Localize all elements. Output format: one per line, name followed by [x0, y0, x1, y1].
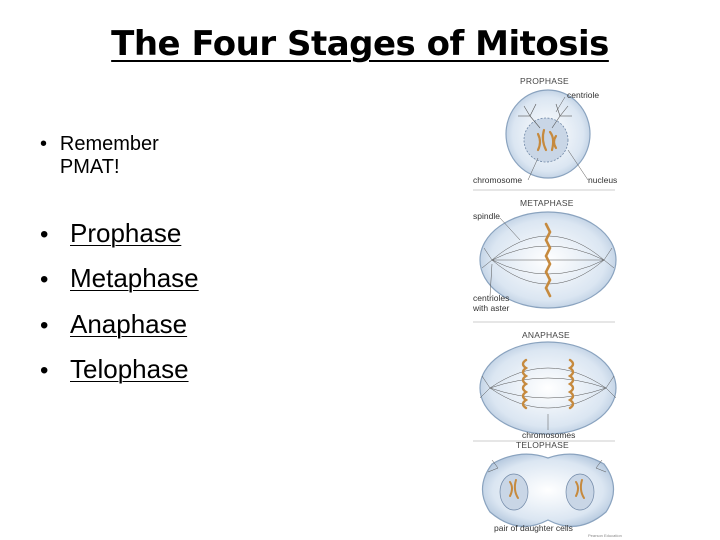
prophase-panel: PROPHASE centriole chromosome nucleus — [473, 76, 617, 191]
telophase-panel: TELOPHASE pair of daughter cells Pearson… — [481, 440, 622, 538]
prophase-nucleus — [523, 117, 569, 163]
bullet-dot: • — [40, 266, 49, 293]
telophase-header: TELOPHASE — [516, 440, 569, 450]
label-daughter-cells: pair of daughter cells — [494, 523, 573, 533]
prophase-chromosomes — [536, 128, 558, 152]
mitosis-figure: PROPHASE centriole chromosome nucleus — [470, 72, 625, 540]
bullet-item-anaphase: • Anaphase — [40, 309, 187, 340]
label-with-aster: with aster — [472, 303, 510, 313]
stage-anaphase: Anaphase — [70, 309, 188, 339]
metaphase-chromosomes — [544, 222, 552, 298]
bullet-text: Remember PMAT! — [59, 133, 159, 178]
stage-metaphase: Metaphase — [70, 263, 199, 293]
daughter-nucleus-left — [499, 473, 529, 511]
metaphase-panel: METAPHASE spindle centrioles with aster — [472, 198, 617, 323]
slide-title: The Four Stages of Mitosis — [111, 24, 609, 64]
bullet-dot: • — [40, 357, 49, 384]
bullet-item-telophase: • Telophase — [40, 354, 189, 385]
prophase-header: PROPHASE — [520, 76, 569, 86]
anaphase-header: ANAPHASE — [522, 330, 570, 340]
bullet-item-prophase: • Prophase — [40, 218, 181, 249]
metaphase-header: METAPHASE — [520, 198, 574, 208]
bullet-dot: • — [40, 133, 48, 155]
label-spindle: spindle — [473, 211, 500, 221]
label-centriole: centriole — [567, 90, 599, 100]
bullet-item-metaphase: • Metaphase — [40, 263, 199, 294]
label-centrioles: centrioles — [473, 293, 509, 303]
bullet-dot: • — [40, 221, 49, 248]
anaphase-cell — [479, 341, 617, 435]
figure-credit: Pearson Education — [588, 533, 622, 538]
stage-telophase: Telophase — [70, 354, 189, 384]
anaphase-chromosomes — [521, 358, 575, 410]
label-chromosome: chromosome — [473, 175, 522, 185]
daughter-nucleus-right — [565, 473, 595, 511]
anaphase-panel: ANAPHASE chromosomes — [473, 330, 617, 442]
stage-prophase: Prophase — [70, 218, 182, 248]
label-chromosomes: chromosomes — [522, 430, 575, 440]
label-nucleus: nucleus — [588, 175, 617, 185]
bullet-item-note: • Remember PMAT! — [40, 133, 169, 179]
bullet-dot: • — [40, 312, 49, 339]
